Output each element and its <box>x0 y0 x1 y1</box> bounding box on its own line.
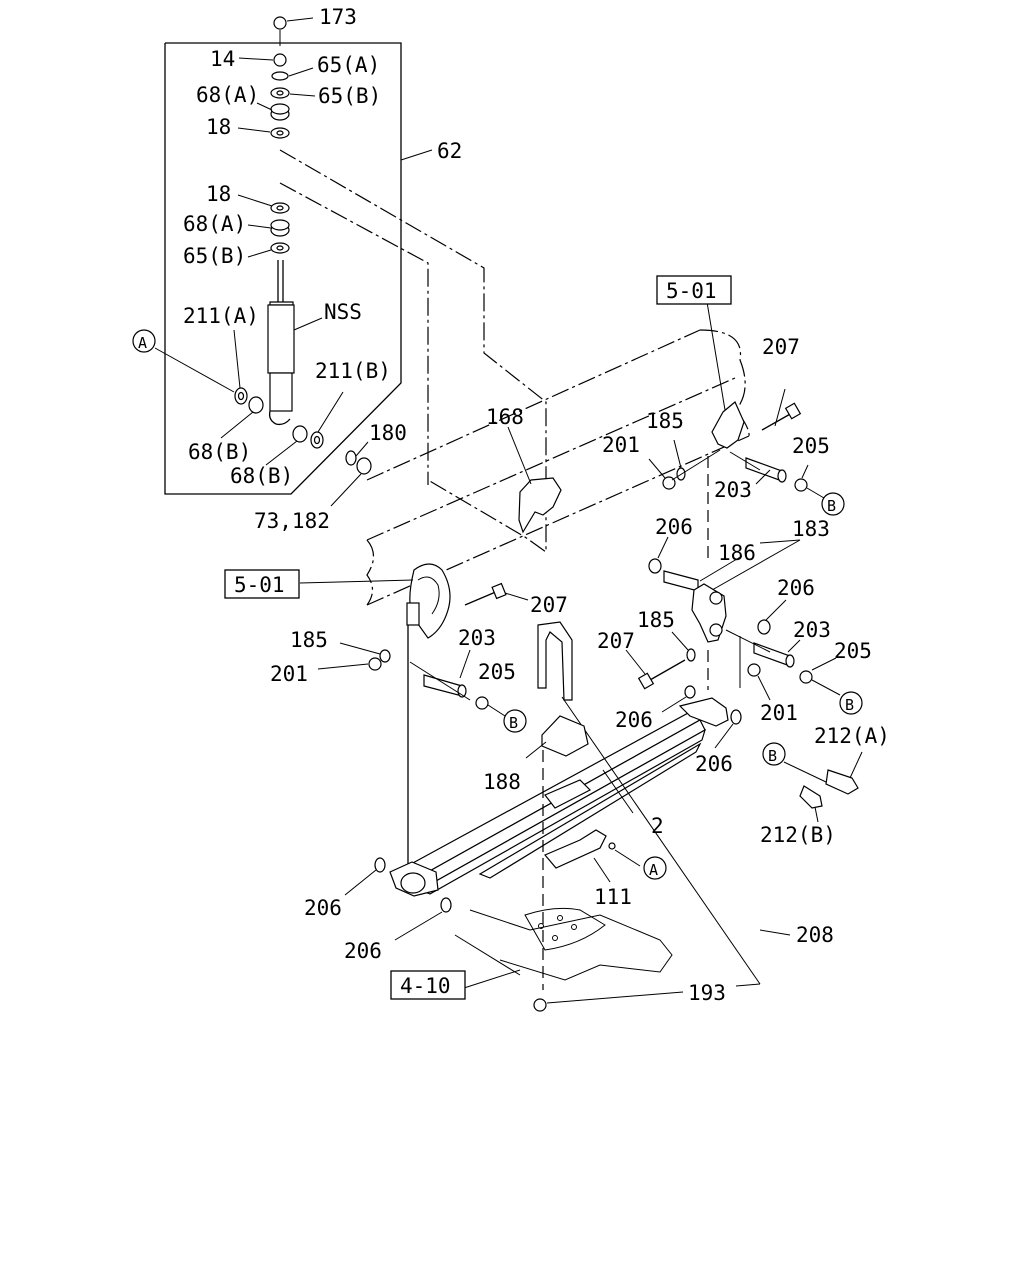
ref-box-left-frame <box>224 569 300 599</box>
label-206-low: 206 <box>695 752 733 776</box>
label-65b-top: 65(B) <box>318 84 381 108</box>
label-193: 193 <box>688 981 726 1005</box>
label-211a: 211(A) <box>183 304 259 328</box>
callout-b-upper: B <box>827 497 836 515</box>
label-206-bl2: 206 <box>344 939 382 963</box>
callout-b-left: B <box>509 714 518 732</box>
label-207-mid: 207 <box>597 629 635 653</box>
front-hanger <box>299 563 529 865</box>
label-111: 111 <box>594 885 632 909</box>
label-68b-right: 68(B) <box>230 464 293 488</box>
label-183: 183 <box>792 517 830 541</box>
shock-bracket-168 <box>507 426 562 534</box>
label-185-top: 185 <box>646 409 684 433</box>
leaf-spring <box>344 685 742 941</box>
label-185-mid: 185 <box>637 608 675 632</box>
ref-box-axle <box>390 970 466 1000</box>
callout-a-bracket: A <box>649 861 658 879</box>
label-173: 173 <box>319 5 357 29</box>
label-201-top: 201 <box>602 433 640 457</box>
label-18-top: 18 <box>206 115 231 139</box>
spring-shackle <box>625 536 841 701</box>
label-203-top: 203 <box>714 478 752 502</box>
callout-b-fitting: B <box>768 747 777 765</box>
axle-beam <box>454 907 684 1012</box>
label-168: 168 <box>486 405 524 429</box>
label-206-right: 206 <box>777 576 815 600</box>
rear-hanger <box>648 301 825 560</box>
label-14: 14 <box>210 47 235 71</box>
label-188: 188 <box>483 770 521 794</box>
ref-left-frame: 5-01 <box>234 573 285 597</box>
label-201-right: 201 <box>760 701 798 725</box>
label-203-right: 203 <box>793 618 831 642</box>
label-65a: 65(A) <box>317 53 380 77</box>
label-207-left: 207 <box>530 593 568 617</box>
label-206-upper: 206 <box>655 515 693 539</box>
label-203-left: 203 <box>458 626 496 650</box>
label-212b: 212(B) <box>760 823 836 847</box>
label-212a: 212(A) <box>814 724 890 748</box>
label-180: 180 <box>369 421 407 445</box>
ref-axle: 4-10 <box>400 974 451 998</box>
label-206-mid: 206 <box>615 708 653 732</box>
label-211b: 211(B) <box>315 359 391 383</box>
label-65b-mid: 65(B) <box>183 244 246 268</box>
label-68a-top: 68(A) <box>196 83 259 107</box>
label-207-top: 207 <box>762 335 800 359</box>
label-62: 62 <box>437 139 462 163</box>
ref-box-upper-frame <box>656 275 732 305</box>
callout-a-left: A <box>138 334 147 352</box>
grease-fittings <box>783 751 863 823</box>
label-205-top: 205 <box>792 434 830 458</box>
label-2: 2 <box>651 814 664 838</box>
label-185-left: 185 <box>290 628 328 652</box>
label-18-mid: 18 <box>206 182 231 206</box>
label-73-182: 73,182 <box>254 509 330 533</box>
ref-upper-frame: 5-01 <box>666 279 717 303</box>
label-201-left: 201 <box>270 662 308 686</box>
label-205-left: 205 <box>478 660 516 684</box>
label-205-right: 205 <box>834 639 872 663</box>
frame-rail <box>279 149 750 606</box>
label-68a-mid: 68(A) <box>183 212 246 236</box>
label-nss: NSS <box>324 300 362 324</box>
label-186: 186 <box>718 541 756 565</box>
u-bolt-and-pad <box>525 621 791 990</box>
shock-absorber-group <box>154 16 433 507</box>
label-68b-left: 68(B) <box>188 440 251 464</box>
label-206-bl1: 206 <box>304 896 342 920</box>
label-208: 208 <box>796 923 834 947</box>
callout-b-right: B <box>845 696 854 714</box>
